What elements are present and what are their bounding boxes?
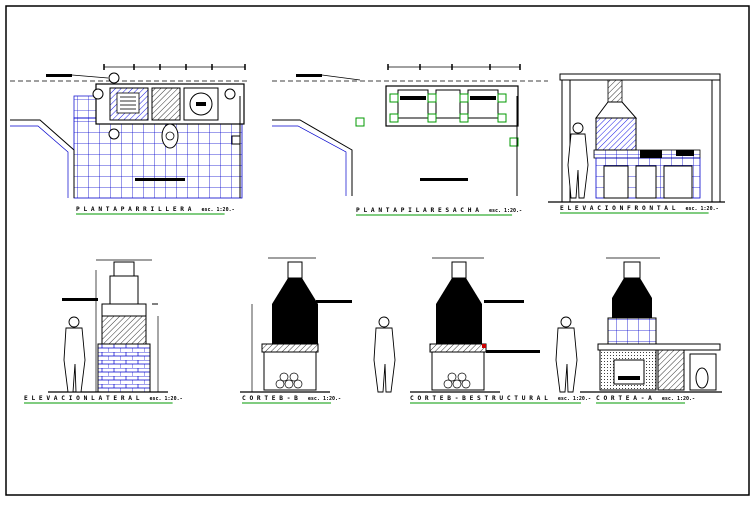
elevacion-frontal-drawing <box>548 73 725 203</box>
drawing-scale: esc. 1:20.- <box>685 206 718 212</box>
drawing-scale: esc. 1:20.- <box>149 396 182 402</box>
planta-parrillera-drawing <box>10 64 250 199</box>
corte-bb-drawing <box>240 257 352 393</box>
drawing-scale: esc. 1:20.- <box>558 396 591 402</box>
corte-aa-drawing <box>555 257 722 393</box>
tile-floor <box>73 117 243 199</box>
plan-annotation-bar <box>135 178 185 181</box>
drawing-scale: esc. 1:20.- <box>662 396 695 402</box>
human-figure <box>567 122 589 199</box>
drawing-scale: esc. 1:20.- <box>201 207 234 213</box>
sheet-border <box>5 5 750 496</box>
drawing-scale: esc. 1:20.- <box>489 208 522 214</box>
elevacion-lateral-drawing <box>48 259 168 393</box>
corte-bb-estructural-drawing <box>373 257 540 393</box>
planta-pilares-drawing <box>272 64 548 196</box>
drawing-scale: esc. 1:20.- <box>308 396 341 402</box>
